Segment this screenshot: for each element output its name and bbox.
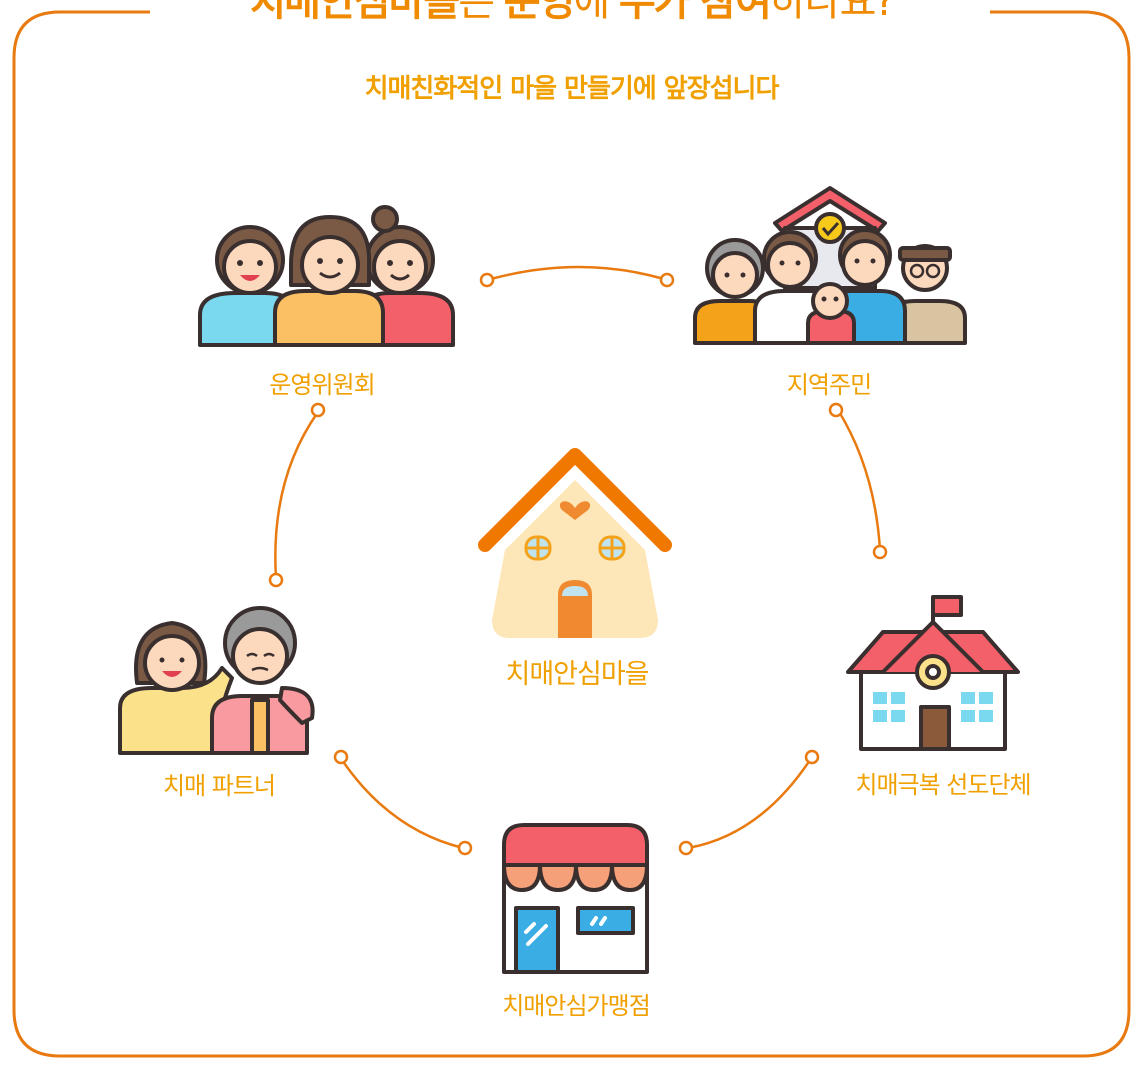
- connector-residents-leader: [836, 409, 882, 551]
- title-text-3: 하나요?: [769, 0, 896, 25]
- village-house-icon: [478, 448, 672, 638]
- rounded-frame-border: [12, 10, 1131, 1058]
- title-bold-village: 치매안심마을: [249, 0, 460, 25]
- residents-family-icon: [693, 186, 967, 345]
- partner-people-icon: [118, 606, 315, 755]
- connector-partner-committee: [274, 411, 320, 579]
- node-label-village: 치매안심마을: [505, 659, 649, 690]
- page-subtitle: 치매친화적인 마을 만들기에 앞장섭니다: [364, 74, 780, 104]
- node-label-leader-group: 치매극복 선도단체: [855, 771, 1031, 799]
- node-label-committee: 운영위원회: [269, 371, 375, 399]
- node-label-partner: 치매 파트너: [162, 772, 276, 800]
- title-text-1: 은: [458, 0, 504, 25]
- leader-school-icon: [846, 595, 1020, 751]
- committee-people-icon: [198, 205, 455, 347]
- connector-committee-residents: [490, 265, 665, 281]
- connector-store-partner: [340, 759, 464, 850]
- title-bold-operation: 운영: [503, 0, 576, 25]
- store-shop-icon: [502, 823, 649, 974]
- node-label-residents: 지역주민: [786, 371, 872, 399]
- connector-leader-store: [687, 759, 812, 850]
- node-label-store: 치매안심가맹점: [502, 992, 651, 1020]
- title-bold-who: 누가 참여: [618, 0, 772, 25]
- page-title: 치매안심마을은 운영에 누가 참여하나요?: [0, 0, 1143, 22]
- title-text-2: 에: [573, 0, 619, 25]
